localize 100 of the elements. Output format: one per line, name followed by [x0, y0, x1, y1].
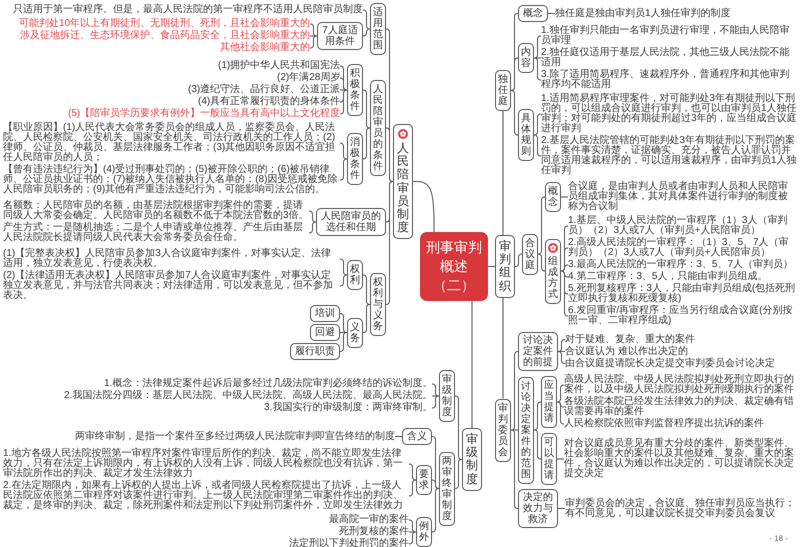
topic-label: 概念 — [548, 186, 558, 208]
topic-label: 具体规则 — [521, 113, 531, 157]
branch-text: (1)拥护中华人民共和国宪法 — [218, 61, 340, 71]
connector-line — [362, 274, 370, 305]
topic-box — [541, 433, 557, 485]
connector-line — [514, 254, 522, 267]
topic-box — [310, 305, 340, 322]
topic-label: 履行职责 — [295, 346, 335, 357]
connector-line — [412, 181, 434, 232]
connector-line — [308, 210, 316, 222]
connector-line — [408, 464, 416, 480]
connector-line — [502, 298, 504, 399]
branch-text: 死刑复核的案件 — [339, 527, 409, 537]
topic-label: 独任庭 — [498, 74, 508, 107]
branch-text: 1.适用简易程序审理案件，对可能判处3年有期徒刑以下刑罚的，可以组成合议庭进行审判，也可以由审判员1人独任审判；对可能判处的有期徒刑超过3年的，应当组成合议庭进行审判 — [541, 94, 797, 134]
connector-line — [510, 351, 518, 430]
topic-box — [316, 208, 386, 236]
branch-text: 各级法院本院已经发生法律效力的判决、裁定确有错误需要再审的案件 — [564, 397, 797, 417]
connector-line — [432, 488, 440, 532]
branch-text: 2.独任庭仅适用于基层人民法院，其他三级人民法院不能适用 — [541, 48, 797, 68]
branch-text: 2.我国法院分四级：基层人民法院、中级人民法院、高级人民法院、最高人民法院。 — [64, 391, 432, 401]
topic-box — [462, 428, 482, 491]
topic-box — [393, 124, 413, 240]
topic-box — [495, 398, 511, 462]
connector-line — [556, 402, 564, 424]
topic-box — [347, 64, 363, 116]
connector-line — [556, 402, 564, 408]
branch-text: 2.基层人民法院管辖的可能判处3年有期徒刑以下刑罚的案件，案件事实清楚，证据确实、充分，被告人认罪认罚并同意适用速裁程序的，可以适用速裁程序，由审判员1人独任审判 — [541, 136, 797, 176]
branch-text: 高级人民法院、中级人民法院拟判处死刑立即执行的案件，以及中级人民法院拟判处死刑缓期执行的案件 — [564, 375, 797, 395]
topic-label: 义务 — [350, 322, 360, 344]
connector-line — [534, 402, 542, 430]
connector-line — [534, 134, 542, 156]
branch-text: 对合议庭成员意见有重大分歧的案件、新类型案件、社会影响重大的案件以及其他疑难、复杂、重大的案件，合议庭认为难以作出决定的，可以提请院长决定提交决定 — [564, 439, 797, 479]
page-number: - 18 - — [769, 534, 788, 543]
connector-line — [556, 384, 564, 402]
topic-label: 讨论决定案件的前提 — [523, 335, 553, 368]
topic-label: 培训 — [315, 308, 335, 319]
topic-label: 可以提请 — [544, 437, 554, 481]
branch-text: 6.发回重审/再审程序：应当另行组成合议庭(分别按照一审、二审程序组成) — [568, 306, 797, 326]
branch-text: 涉及征地拆迁、生态环境保护、食品药品安全，且社会影响重大的 — [20, 31, 310, 41]
connector-line — [488, 266, 496, 267]
topic-label: 消极条件 — [350, 137, 360, 181]
branch-text: 合议庭，是由审判人员或者由审判人员和人民陪审员组成审判集体，其对具体案件进行审判的制度被称为合议制 — [568, 182, 797, 212]
connector-line — [534, 430, 542, 460]
topic-box — [439, 452, 455, 526]
branch-text: 两审终审制，是指一个案件至多经过两级人民法院审判即宣告终结的制度 — [75, 432, 395, 442]
topic-box — [545, 238, 561, 304]
topic-box — [518, 376, 534, 484]
topic-label: 回避 — [315, 327, 335, 338]
connector-line — [308, 222, 316, 234]
topic-label: 组成方式 — [548, 256, 558, 300]
connector-line — [362, 28, 370, 36]
branch-text: 只适用于第一审程序。但是，最高人民法院的第一审程序不适用人民陪审员制度 — [13, 5, 363, 15]
connector-line — [560, 264, 568, 272]
topic-label: 权利 — [350, 264, 360, 286]
topic-box — [439, 370, 455, 422]
connector-line — [408, 532, 416, 544]
branch-text: 【曾有违法违纪行为】(4)受过刑事处罚的；(5)被开除公职的；(6)被吊销律师、公证员执业证书的；(7)被纳入失信被执行人名单的；(8)因受惩戒被免除人民陪审员职务的；(9)其他有严重违法违纪行为，可能影响司法公信的。 — [3, 165, 340, 195]
connector-line — [432, 396, 440, 408]
branch-text: (2)【法律适用无表决权】人民陪审员参加7人合议庭审判案件，对事实认定独立发表意见，并与法官共同表决；对法律适用，可以发表意见，但不参加表决。 — [3, 271, 340, 301]
topic-label: 积极条件 — [350, 68, 360, 112]
branch-text: 对于疑难、复杂、重大的案件 — [565, 334, 695, 344]
connector-line — [340, 78, 348, 90]
topic-box — [518, 489, 558, 528]
connector-line — [558, 339, 566, 352]
topic-box — [518, 332, 558, 371]
topic-label: 审判组织 — [499, 240, 511, 293]
topic-label: 要求 — [419, 469, 429, 491]
branch-text: 独任庭是独由审判员1人独任审判的制度 — [555, 8, 731, 18]
connector-line — [310, 24, 318, 36]
topic-label: 审级制度 — [466, 433, 478, 486]
topic-box — [317, 22, 363, 50]
connector-line — [534, 36, 542, 58]
topic-label: 例外 — [419, 521, 429, 543]
branch-text: (4)具有正常履行职责的身体条件 — [198, 97, 340, 107]
topic-box — [290, 343, 340, 360]
topic-box — [416, 465, 432, 495]
connector-line — [510, 58, 518, 91]
connector-line — [432, 384, 440, 396]
connector-line — [558, 351, 566, 364]
branch-text: 1.独任审判只能由一名审判员进行审理，不能由人民陪审员审理 — [541, 26, 797, 46]
branch-text: 3.最高人民法院的一审程序：3、5、7人（审判员） — [568, 260, 794, 270]
topic-box — [518, 43, 534, 73]
connector-line — [510, 430, 518, 509]
connector-line — [534, 58, 542, 80]
topic-label: 人民陪审员制度 — [397, 142, 409, 234]
branch-text: 其他社会影响重大的 — [220, 43, 310, 53]
topic-label: 审判委员会 — [498, 402, 508, 458]
topic-label: 应当提请 — [544, 380, 554, 424]
title-text: 刑事审判概述（二） — [425, 238, 483, 295]
connector-line — [534, 114, 542, 136]
connector-line — [340, 274, 348, 286]
topic-box — [545, 182, 561, 212]
branch-text: 3.除了适用简易程序、速裁程序外，普通程序和其他审判程序均不能适用 — [541, 70, 797, 90]
branch-text: (1)【完整表决权】人民陪审员参加3人合议庭审判案件，对事实认定、法律适用，独立发表意见，行使表决权。 — [3, 249, 340, 269]
topic-label: 审级制度 — [442, 374, 452, 418]
topic-label: 两审终审制度 — [442, 456, 452, 522]
topic-label: 权利与义务 — [373, 277, 383, 332]
connector-line — [394, 436, 402, 437]
branch-text: 1.概念：法律规定案件起诉后最多经过几级法院审判必须终结的诉讼制度。 — [104, 379, 432, 389]
